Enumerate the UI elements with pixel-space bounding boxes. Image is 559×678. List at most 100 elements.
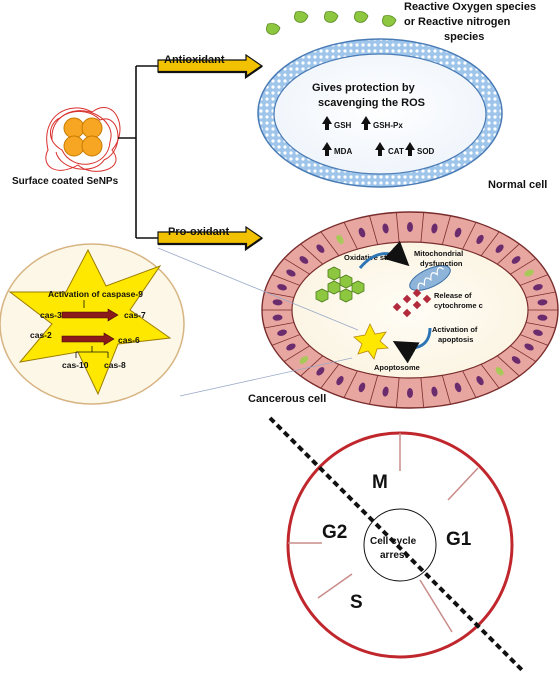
normal-cell-label: Normal cell [488, 179, 547, 191]
ring-cell-nucleus [407, 222, 413, 232]
mitochondria-icon [409, 265, 451, 291]
ring-cell-nucleus [407, 388, 413, 398]
prooxidant-label: Pro-oxidant [168, 226, 229, 238]
ring-cell-border [525, 291, 556, 298]
ring-cell-border [300, 355, 324, 377]
protection-line2: scavenging the ROS [318, 97, 425, 109]
cell-cycle-wheel [286, 431, 514, 659]
ring-cell-border [510, 345, 537, 362]
ring-cell-border [283, 345, 310, 362]
ring-cell-nucleus [476, 376, 484, 386]
ring-cell-border [264, 322, 295, 329]
ring-cell-border [480, 231, 500, 256]
ring-cell-nucleus [286, 343, 296, 351]
marker-gshpx: GSH-Px [373, 121, 403, 130]
ring-cell-border [320, 231, 340, 256]
marker-sod: SOD [417, 147, 435, 156]
ring-cell-border [441, 215, 451, 245]
ring-cell-nucleus [533, 284, 543, 291]
ring-cell-nucleus [272, 314, 283, 321]
ring-cell-nucleus [537, 314, 548, 321]
ring-cell-border [343, 370, 358, 398]
cancer-cell [261, 211, 559, 409]
ring-cell-nucleus [382, 223, 389, 234]
protection-line1: Gives protection by [312, 82, 416, 94]
phase-m-label: M [372, 472, 388, 493]
marker-mda: MDA [334, 147, 352, 156]
up-arrow-icon [322, 116, 415, 156]
ring-cell-nucleus [511, 256, 521, 264]
ring-cell-border [271, 334, 301, 346]
ros-droplets-icon [266, 11, 397, 35]
ring-cell-nucleus [299, 256, 309, 264]
ring-cell-nucleus [454, 227, 462, 238]
cas2-label: cas-2 [30, 330, 52, 340]
ring-cell-nucleus [431, 223, 438, 234]
phase-g2-label: G2 [322, 522, 347, 543]
ring-cell-nucleus [382, 386, 389, 397]
cas8-label: cas-8 [104, 360, 126, 370]
cas3-label: cas-3 [40, 310, 62, 320]
apoptosis-curve-arrow [392, 327, 432, 364]
cas3-to-cas7-arrow [61, 308, 119, 322]
ring-cell-border [343, 222, 358, 250]
ring-cell-border [300, 243, 324, 265]
mito-line1: Mitochondrial [414, 249, 463, 258]
ring-cell-border [496, 243, 520, 265]
ring-cell-border [271, 274, 301, 286]
ros-cluster-icon [315, 266, 365, 303]
cancer-cell-label: Cancerous cell [248, 393, 326, 405]
ring-cell-nucleus [454, 382, 462, 393]
activation-line2: apoptosis [438, 335, 473, 344]
ring-cell-border [462, 370, 477, 398]
ros-label-line1: Reactive Oxygen species [404, 1, 536, 13]
antioxidant-arrow [157, 53, 264, 80]
mito-line2: dysfunction [420, 259, 463, 268]
ring-cell-border [420, 212, 425, 243]
ring-cell-nucleus [316, 244, 325, 253]
arrest-line2: arrest [380, 550, 408, 561]
ros-label-line2: or Reactive nitrogen [404, 16, 511, 28]
zoom-line-top [157, 247, 359, 331]
cas6-label: cas-6 [118, 335, 140, 345]
ring-cell-nucleus [358, 227, 366, 238]
zoom-line-bottom [179, 357, 353, 397]
ring-cell-nucleus [431, 386, 438, 397]
ros-label-line3: species [444, 31, 484, 43]
ring-cell-border [420, 377, 425, 408]
marker-cat: CAT [388, 147, 404, 156]
senp-label: Surface coated SeNPs [12, 176, 119, 187]
apoptosome-label: Apoptosome [374, 363, 420, 372]
ring-cell-border [525, 322, 556, 329]
cas10-label: cas-10 [62, 360, 89, 370]
phase-s-label: S [350, 592, 363, 613]
ring-cell-border [519, 334, 549, 346]
ring-cell-nucleus [272, 299, 283, 306]
cas7-label: cas-7 [124, 310, 146, 320]
ring-cell-nucleus [358, 382, 366, 393]
senp-cluster-icon [45, 107, 121, 172]
ring-cell-border [510, 258, 537, 275]
ring-cell-border [462, 222, 477, 250]
ring-cell-border [395, 212, 400, 243]
ring-cell-nucleus [533, 329, 543, 336]
apoptosome-star-icon [353, 323, 389, 360]
stress-curve-arrow [358, 240, 410, 269]
ring-cell-nucleus [336, 234, 344, 244]
ring-cell-border [480, 364, 500, 389]
ring-cell-nucleus [495, 367, 504, 376]
antioxidant-label: Antioxidant [164, 54, 225, 66]
cytochrome-c-icon [392, 288, 432, 318]
ring-cell-nucleus [277, 284, 287, 291]
normal-cell [257, 38, 503, 188]
release-line1: Release of [434, 291, 472, 300]
ring-cell-border [264, 291, 295, 298]
ring-cell-nucleus [524, 343, 534, 351]
ring-cell-border [519, 274, 549, 286]
ring-cell-nucleus [537, 299, 548, 306]
ring-cell-nucleus [511, 356, 521, 364]
ring-cell-border [320, 364, 340, 389]
ring-cell-border [369, 375, 379, 405]
cas2-to-cas6-arrow [61, 332, 115, 346]
ring-cell-nucleus [316, 367, 325, 376]
